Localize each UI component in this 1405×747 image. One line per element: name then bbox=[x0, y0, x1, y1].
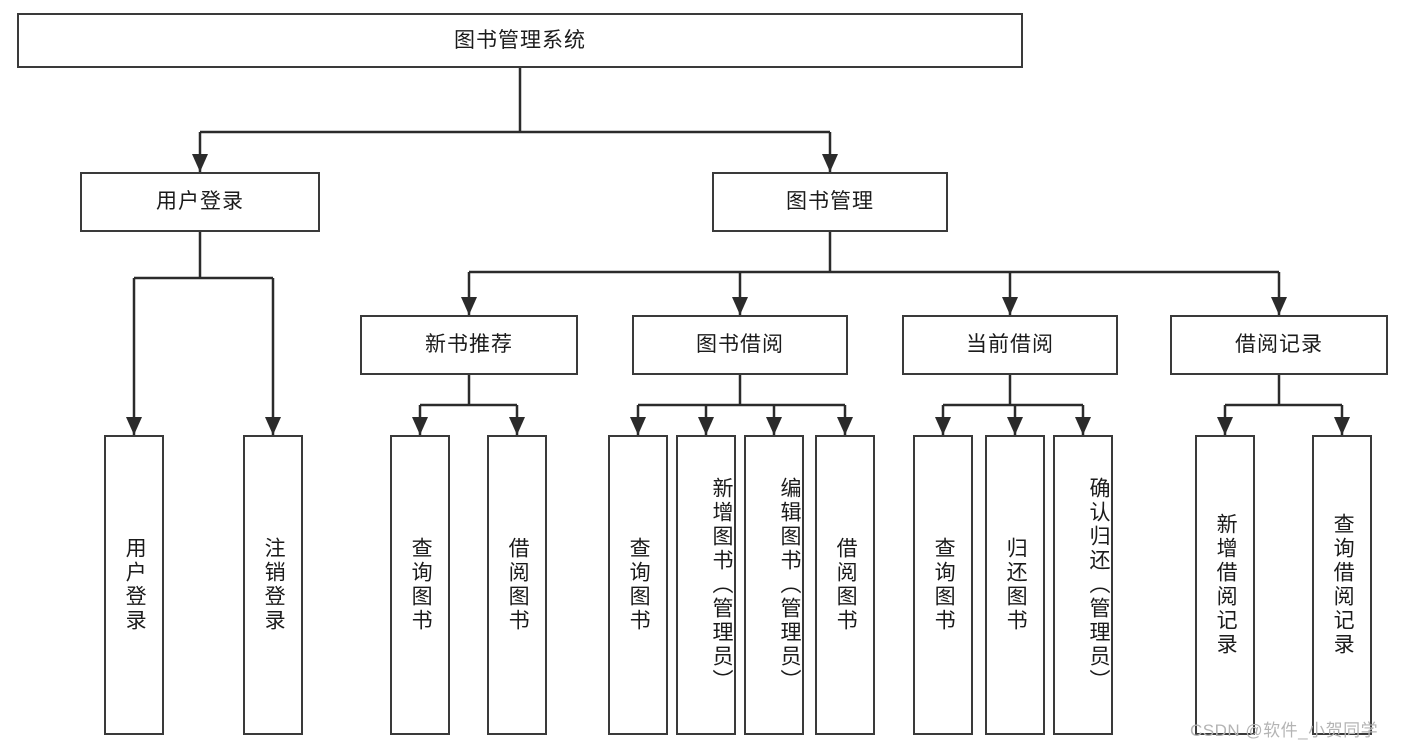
node-root[interactable]: 图书管理系统 bbox=[17, 13, 1023, 68]
node-leaf-query-book-1[interactable]: 查询图书 bbox=[390, 435, 450, 735]
node-label: 用户登录 bbox=[156, 190, 244, 214]
node-leaf-query-record[interactable]: 查询借阅记录 bbox=[1312, 435, 1372, 735]
node-label: 编辑图书（管理员） bbox=[778, 477, 801, 693]
node-label: 查询图书 bbox=[409, 537, 433, 633]
node-book-manage[interactable]: 图书管理 bbox=[712, 172, 948, 232]
node-leaf-add-record[interactable]: 新增借阅记录 bbox=[1195, 435, 1255, 735]
node-label: 图书管理 bbox=[786, 190, 874, 214]
node-label: 确认归还（管理员） bbox=[1087, 477, 1110, 693]
node-label: 新书推荐 bbox=[425, 333, 513, 357]
node-label: 注销登录 bbox=[262, 537, 286, 633]
node-user-login[interactable]: 用户登录 bbox=[80, 172, 320, 232]
node-new-book-rec[interactable]: 新书推荐 bbox=[360, 315, 578, 375]
node-leaf-add-book[interactable]: 新增图书（管理员） bbox=[676, 435, 736, 735]
node-leaf-return-book[interactable]: 归还图书 bbox=[985, 435, 1045, 735]
node-label: 归还图书 bbox=[1004, 537, 1028, 633]
node-label: 查询图书 bbox=[627, 537, 651, 633]
node-book-borrow[interactable]: 图书借阅 bbox=[632, 315, 848, 375]
node-label: 查询借阅记录 bbox=[1331, 513, 1355, 657]
node-leaf-edit-book[interactable]: 编辑图书（管理员） bbox=[744, 435, 804, 735]
node-label: 新增图书（管理员） bbox=[710, 477, 733, 693]
node-leaf-confirm-return[interactable]: 确认归还（管理员） bbox=[1053, 435, 1113, 735]
node-leaf-logout[interactable]: 注销登录 bbox=[243, 435, 303, 735]
node-label: 图书借阅 bbox=[696, 333, 784, 357]
node-leaf-user-login[interactable]: 用户登录 bbox=[104, 435, 164, 735]
watermark: CSDN @软件_小贺同学 bbox=[1190, 721, 1379, 740]
node-leaf-borrow-book-2[interactable]: 借阅图书 bbox=[815, 435, 875, 735]
node-leaf-query-book-2[interactable]: 查询图书 bbox=[608, 435, 668, 735]
node-label: 当前借阅 bbox=[966, 333, 1054, 357]
node-current-borrow[interactable]: 当前借阅 bbox=[902, 315, 1118, 375]
node-label: 借阅记录 bbox=[1235, 333, 1323, 357]
node-label: 查询图书 bbox=[932, 537, 956, 633]
node-label: 用户登录 bbox=[123, 537, 147, 633]
node-label: 新增借阅记录 bbox=[1214, 513, 1238, 657]
node-borrow-record[interactable]: 借阅记录 bbox=[1170, 315, 1388, 375]
node-label: 借阅图书 bbox=[834, 537, 858, 633]
node-leaf-query-book-3[interactable]: 查询图书 bbox=[913, 435, 973, 735]
node-label: 图书管理系统 bbox=[454, 28, 586, 52]
node-label: 借阅图书 bbox=[506, 537, 530, 633]
node-leaf-borrow-book-1[interactable]: 借阅图书 bbox=[487, 435, 547, 735]
